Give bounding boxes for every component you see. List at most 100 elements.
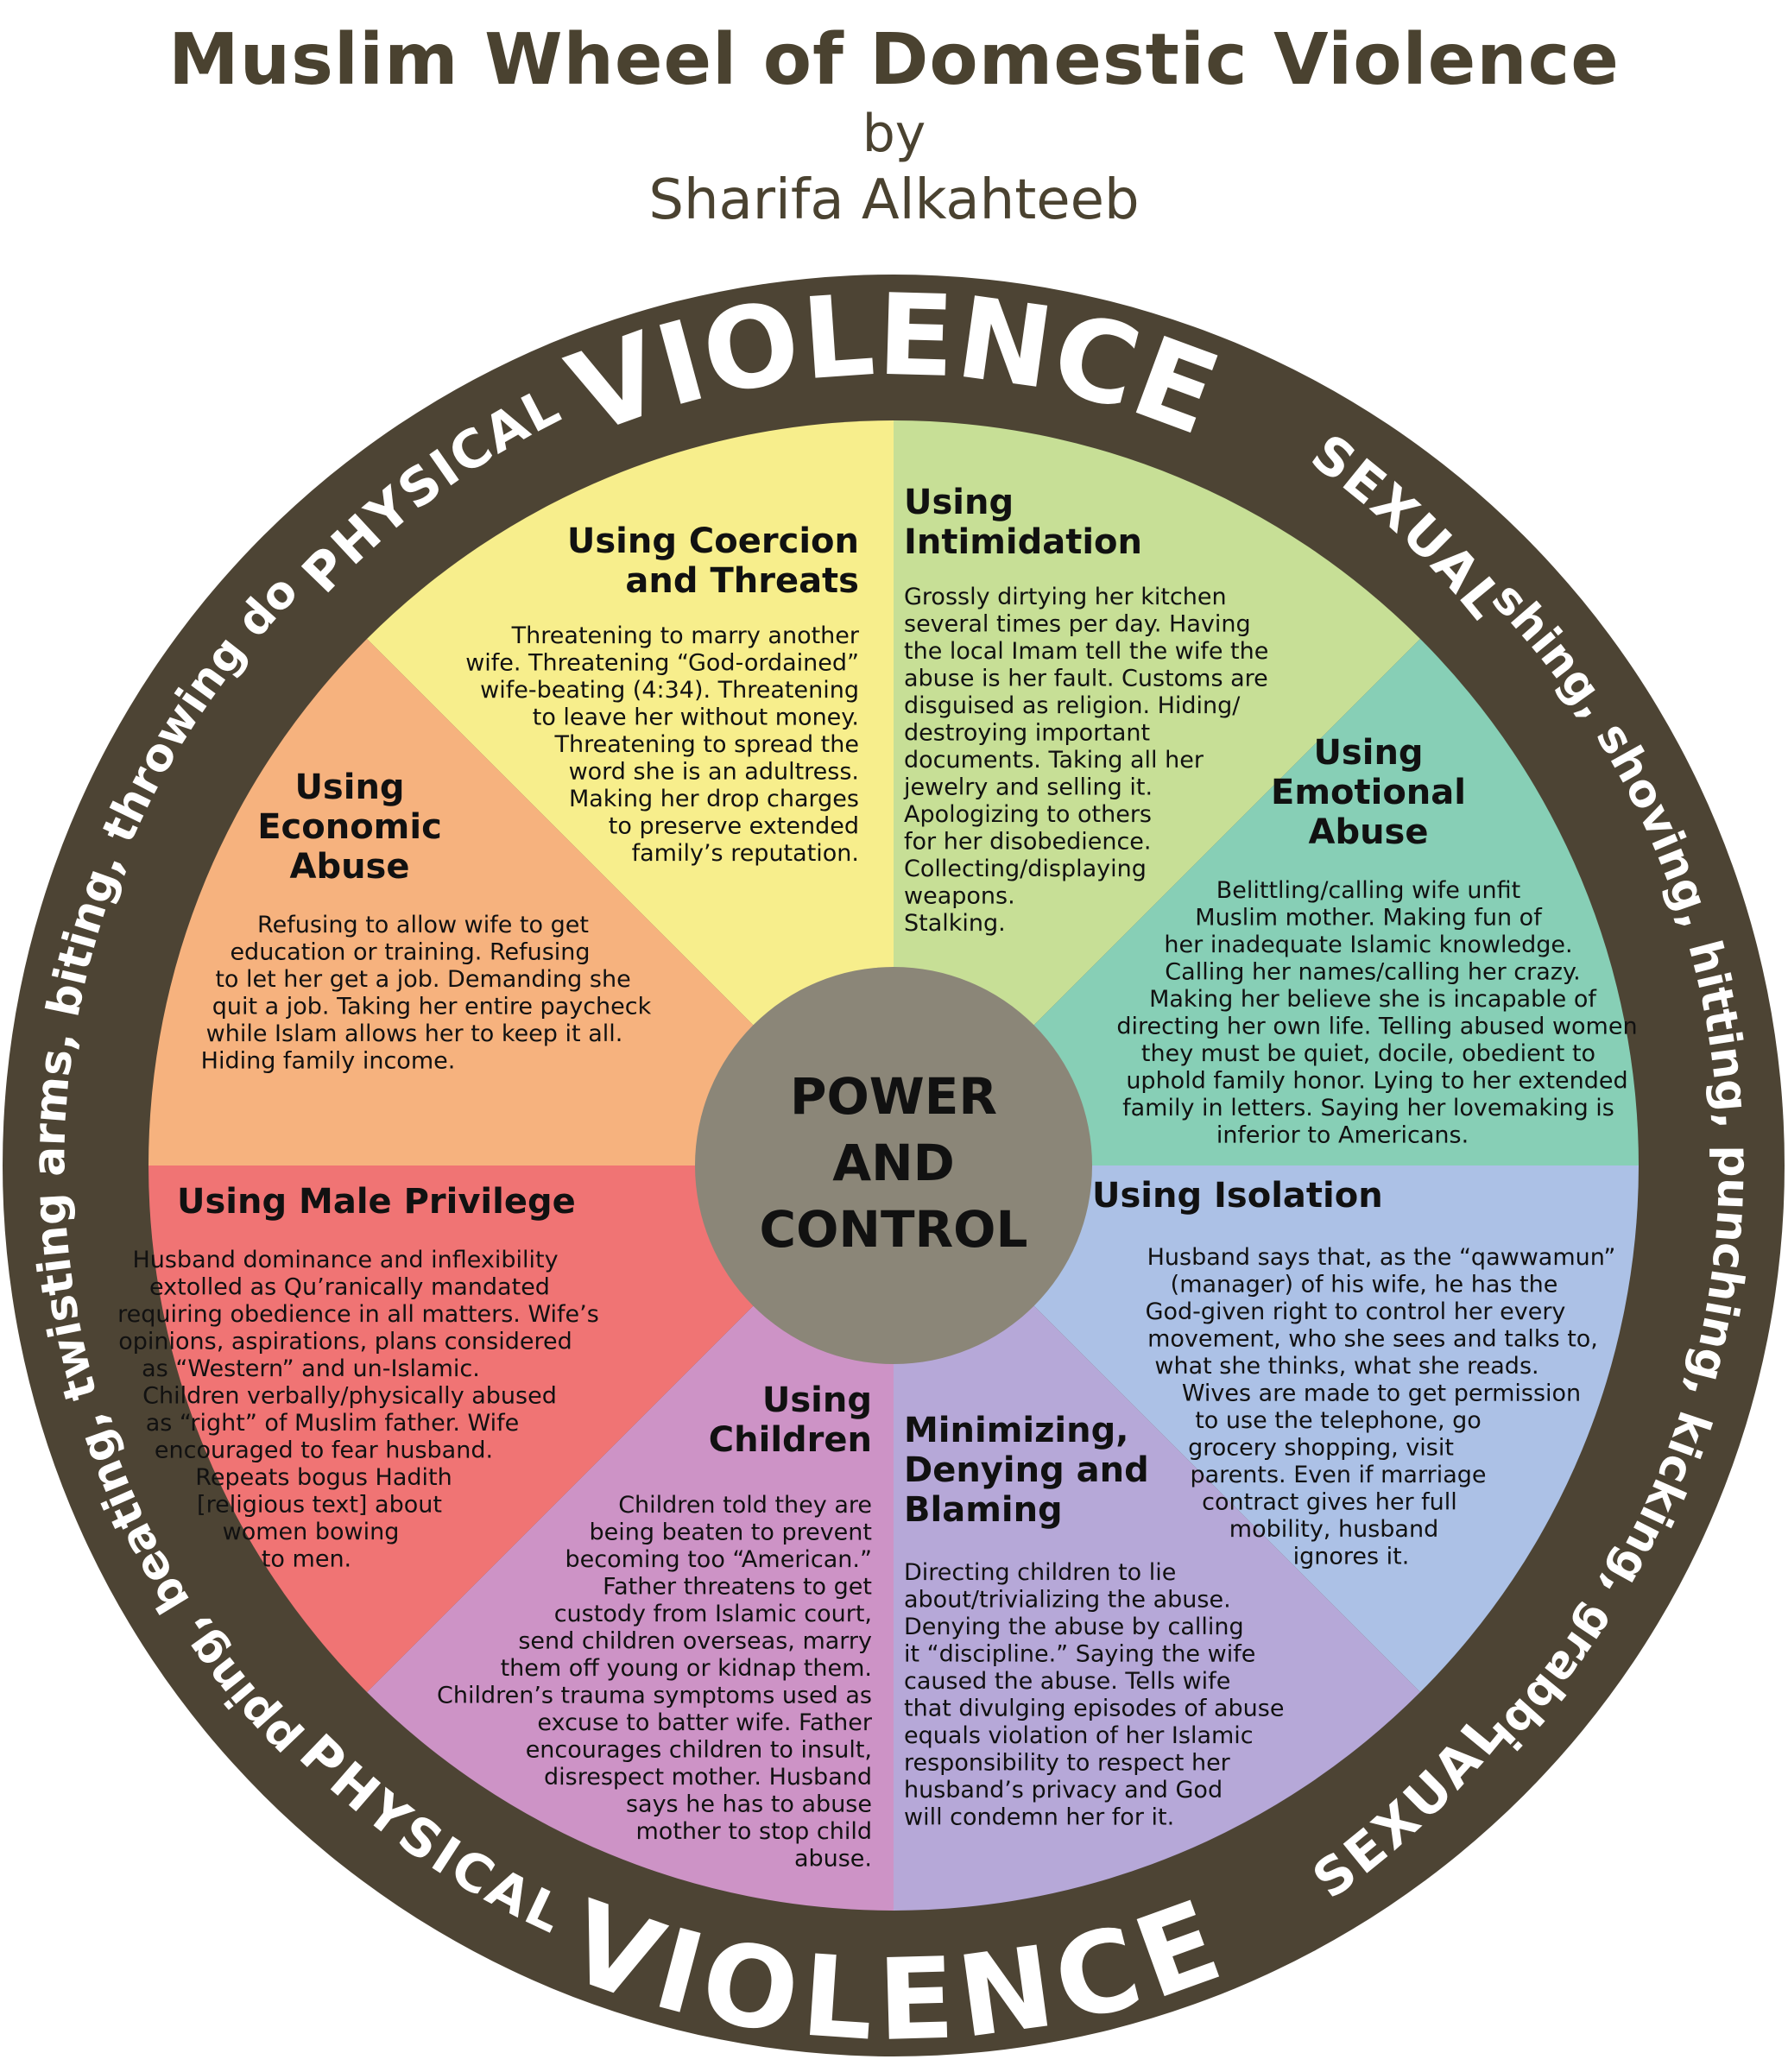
section-body-line: mother to stop child bbox=[636, 1818, 873, 1845]
wedge-economic bbox=[148, 639, 894, 1166]
section-body-line: to use the telephone, go bbox=[1195, 1407, 1482, 1434]
section-body-line: excuse to batter wife. Father bbox=[537, 1709, 872, 1736]
section-body-line: to men. bbox=[262, 1546, 351, 1573]
section-body-line: Making her believe she is incapable of bbox=[1149, 986, 1597, 1013]
section-heading-line: and Threats bbox=[625, 561, 859, 601]
section-body-line: encouraged to fear husband. bbox=[155, 1437, 493, 1464]
section-body-line: contract gives her full bbox=[1202, 1489, 1457, 1516]
section-body-line: disguised as religion. Hiding/ bbox=[904, 692, 1241, 719]
section-body-line: custody from Islamic court, bbox=[554, 1601, 872, 1627]
section-body-line: women bowing bbox=[223, 1519, 400, 1545]
section-body-line: parents. Even if marriage bbox=[1190, 1462, 1486, 1488]
section-body-line: uphold family honor. Lying to her extend… bbox=[1126, 1068, 1627, 1095]
section-body-line: quit a job. Taking her entire paycheck bbox=[212, 994, 652, 1020]
section-body-line: directing her own life. Telling abused w… bbox=[1116, 1014, 1637, 1040]
wedge-male-privilege bbox=[148, 1166, 894, 1692]
author-name: Sharifa Alkahteeb bbox=[648, 168, 1140, 232]
section-body-line: jewelry and selling it. bbox=[903, 774, 1153, 801]
section-body-line: disrespect mother. Husband bbox=[544, 1764, 872, 1791]
section-body-line: mobility, husband bbox=[1229, 1516, 1438, 1543]
section-body-line: opinions, aspirations, plans considered bbox=[118, 1329, 572, 1355]
section-body-line: about/trivializing the abuse. bbox=[904, 1587, 1231, 1614]
section-body-line: Refusing to allow wife to get bbox=[257, 912, 589, 938]
section-heading-line: Abuse bbox=[1308, 812, 1428, 852]
section-body-line: that divulging episodes of abuse bbox=[904, 1696, 1284, 1722]
center-hub bbox=[695, 967, 1092, 1364]
section-body-line: movement, who she sees and talks to, bbox=[1147, 1326, 1598, 1353]
wedge-emotional bbox=[894, 639, 1639, 1166]
section-body-line: Muslim mother. Making fun of bbox=[1195, 905, 1543, 932]
section-body-line: Collecting/displaying bbox=[904, 856, 1147, 882]
section-body-line: education or training. Refusing bbox=[230, 939, 590, 966]
section-body-line: God-given right to control her every bbox=[1146, 1298, 1566, 1325]
section-body-line: Children told they are bbox=[618, 1492, 872, 1519]
section-body-line: Wives are made to get permission bbox=[1182, 1380, 1581, 1407]
section-heading-line: Using Coercion bbox=[567, 521, 859, 561]
section-heading-line: Using bbox=[904, 483, 1014, 522]
section-body-line: inferior to Americans. bbox=[1216, 1122, 1469, 1149]
section-body-line: Directing children to lie bbox=[904, 1559, 1176, 1586]
section-body-line: Stalking. bbox=[904, 910, 1006, 937]
section-body-line: (manager) of his wife, he has the bbox=[1171, 1272, 1558, 1298]
section-heading-line: Abuse bbox=[289, 847, 409, 887]
section-heading-line: Using Isolation bbox=[1092, 1176, 1383, 1216]
section-body-line: Repeats bogus Hadith bbox=[195, 1464, 452, 1491]
section-heading-line: Using bbox=[294, 768, 404, 807]
section-body-line: send children overseas, marry bbox=[518, 1628, 872, 1655]
section-body-line: responsibility to respect her bbox=[904, 1750, 1231, 1777]
section-body-line: Children verbally/physically abused bbox=[142, 1383, 557, 1410]
center-line: AND bbox=[832, 1134, 955, 1192]
section-body-line: to leave her without money. bbox=[533, 704, 859, 731]
section-body-line: encourages children to insult, bbox=[526, 1737, 872, 1764]
section-heading-line: Using bbox=[762, 1380, 872, 1420]
section-body-line: Denying the abuse by calling bbox=[904, 1614, 1244, 1640]
section-heading-line: Minimizing, bbox=[904, 1411, 1128, 1450]
section-body-line: documents. Taking all her bbox=[904, 747, 1204, 774]
section-body-line: Grossly dirtying her kitchen bbox=[904, 584, 1227, 610]
section-body-line: Hiding family income. bbox=[201, 1048, 456, 1075]
section-heading-line: Denying and bbox=[904, 1450, 1149, 1490]
byline: by bbox=[862, 104, 926, 164]
section-body-line: while Islam allows her to keep it all. bbox=[206, 1020, 623, 1047]
section-body-line: weapons. bbox=[904, 883, 1015, 910]
section-body-line: as “right” of Muslim father. Wife bbox=[146, 1410, 520, 1437]
section-body-line: to let her get a job. Demanding she bbox=[215, 966, 630, 993]
section-heading-line: Using bbox=[1313, 733, 1423, 773]
section-body-line: becoming too “American.” bbox=[565, 1546, 872, 1573]
wedge-children bbox=[367, 1166, 894, 1911]
section-body-line: they must be quiet, docile, obedient to bbox=[1141, 1040, 1595, 1067]
section-body-line: Husband dominance and inflexibility bbox=[132, 1247, 558, 1273]
section-body-line: says he has to abuse bbox=[626, 1791, 872, 1818]
section-heading-line: Blaming bbox=[904, 1490, 1063, 1530]
section-body-line: extolled as Qu’ranically mandated bbox=[149, 1274, 550, 1301]
section-heading-line: Intimidation bbox=[904, 522, 1142, 562]
section-body-line: several times per day. Having bbox=[904, 611, 1251, 638]
section-body-line: word she is an adultress. bbox=[569, 759, 859, 786]
section-body-line: them off young or kidnap them. bbox=[501, 1655, 872, 1682]
section-body-line: will condemn her for it. bbox=[904, 1804, 1174, 1831]
section-body-line: Father threatens to get bbox=[603, 1574, 872, 1601]
section-body-line: destroying important bbox=[904, 720, 1150, 747]
center-label: POWER AND CONTROL bbox=[760, 1067, 1028, 1259]
wedge-minimizing bbox=[894, 1166, 1420, 1911]
wedge-isolation bbox=[894, 1166, 1639, 1692]
page-title: Muslim Wheel of Domestic Violence bbox=[168, 19, 1620, 101]
section-heading-line: Using Male Privilege bbox=[177, 1182, 576, 1222]
section-body-line: Apologizing to others bbox=[904, 801, 1152, 828]
section-body-line: abuse. bbox=[794, 1846, 872, 1873]
section-body-line: Calling her names/calling her crazy. bbox=[1165, 959, 1580, 986]
section-heading-line: Economic bbox=[257, 807, 442, 847]
